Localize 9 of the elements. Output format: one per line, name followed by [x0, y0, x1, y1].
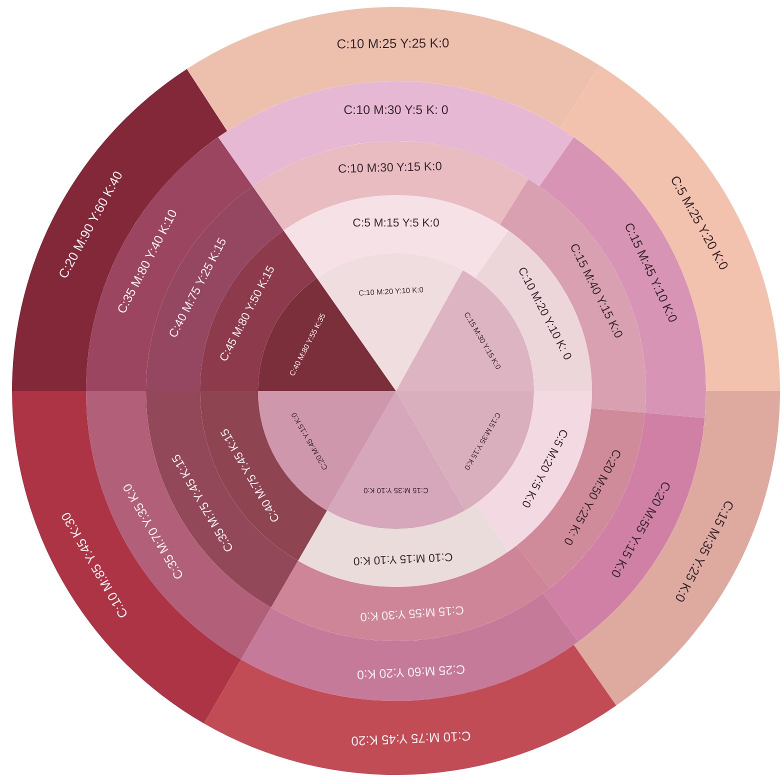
color-code-label: C:10 M:30 Y:15 K:0: [338, 160, 442, 176]
color-code-label: C:5 M:15 Y:5 K:0: [352, 218, 440, 230]
color-code-label: C:15 M:55 Y:30 K:0: [359, 603, 464, 624]
color-code-label: C:10 M:15 Y:10 K:0: [353, 549, 454, 566]
color-code-label: C:10 M:30 Y:5 K: 0: [344, 104, 448, 118]
color-code-label: C:15 M:35 Y:25 K:0: [671, 498, 736, 604]
color-code-label: C:10 M:75 Y:45 K:20: [351, 728, 472, 748]
color-code-label: C:25 M:60 Y:20 K:0: [356, 660, 466, 680]
color-code-label: C:10 M:25 Y:25 K:0: [336, 36, 450, 52]
